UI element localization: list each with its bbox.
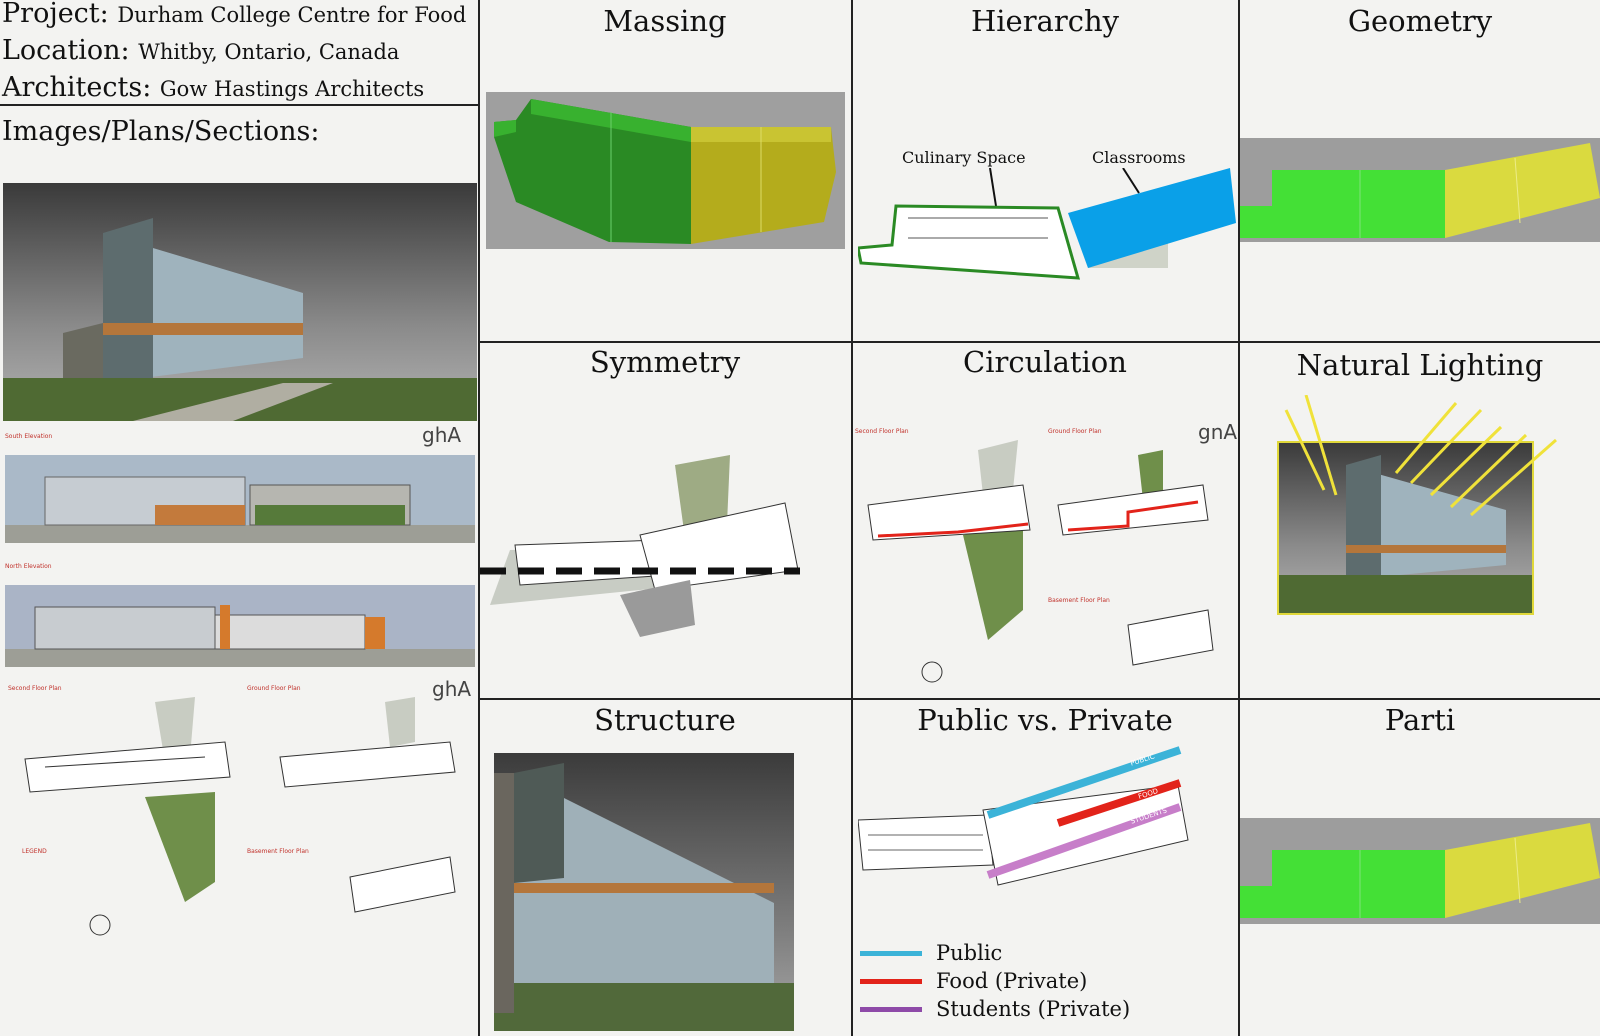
geometry-diagram [1240,138,1600,242]
south-elevation [5,455,475,543]
massing-diagram [486,92,845,249]
south-elevation-label: South Elevation [5,433,53,440]
location-label: Location: [2,35,130,66]
legend-food-swatch [860,978,922,984]
hierarchy-diagram [858,168,1236,288]
divider-info [0,104,479,106]
legend-public-swatch [860,950,922,956]
legend-food: Food (Private) [860,969,1087,993]
project-line: Project: Durham College Centre for Food [2,0,466,33]
architects-label: Architects: [2,72,152,103]
project-value: Durham College Centre for Food [117,3,467,27]
location-value: Whitby, Ontario, Canada [138,40,400,64]
images-heading: Images/Plans/Sections: [2,116,320,147]
public-private-title: Public vs. Private [917,703,1173,737]
culinary-space-label: Culinary Space [902,148,1026,167]
plan-legend-label: LEGEND [22,848,47,855]
divider-v3 [1238,0,1240,1036]
parti-title: Parti [1384,703,1456,737]
legend-public-label: Public [936,941,1003,965]
architects-line: Architects: Gow Hastings Architects [2,70,424,107]
legend-students-swatch [860,1006,922,1012]
project-label: Project: [2,0,109,29]
divider-v1 [478,0,480,1036]
structure-title: Structure [594,703,736,737]
circ-ground-floor-label: Ground Floor Plan [1048,428,1102,435]
gha-logo-2: ghA [432,677,472,701]
circulation-title: Circulation [963,345,1127,379]
divider-row1 [478,341,1600,343]
public-private-diagram [858,745,1236,900]
circ-basement-label: Basement Floor Plan [1048,597,1110,604]
circulation-diagram [858,440,1236,690]
legend-students-label: Students (Private) [936,997,1131,1021]
architects-value: Gow Hastings Architects [159,77,425,101]
symmetry-diagram [480,455,850,645]
natural-lighting-title: Natural Lighting [1296,348,1544,382]
gna-logo: gnA [1198,420,1238,444]
floor-plans-sheet [5,697,475,942]
geometry-title: Geometry [1347,4,1493,38]
massing-title: Massing [603,4,727,38]
natural-lighting-diagram [1276,395,1566,620]
structure-photo [494,753,794,1031]
render-photo [3,183,477,421]
second-floor-plan-label: Second Floor Plan [8,685,62,692]
symmetry-title: Symmetry [589,345,741,379]
gha-logo-1: ghA [422,423,462,447]
north-elevation-label: North Elevation [5,563,52,570]
hierarchy-title: Hierarchy [970,4,1120,38]
parti-diagram [1240,818,1600,924]
legend-public: Public [860,941,1002,965]
ground-floor-plan-label: Ground Floor Plan [247,685,301,692]
location-line: Location: Whitby, Ontario, Canada [2,33,399,70]
basement-floor-plan-label: Basement Floor Plan [247,848,309,855]
north-elevation [5,585,475,667]
legend-students: Students (Private) [860,997,1130,1021]
divider-row2 [478,698,1600,700]
divider-v2 [851,0,853,1036]
legend-food-label: Food (Private) [936,969,1088,993]
classrooms-label: Classrooms [1092,148,1186,167]
circ-second-floor-label: Second Floor Plan [855,428,909,435]
